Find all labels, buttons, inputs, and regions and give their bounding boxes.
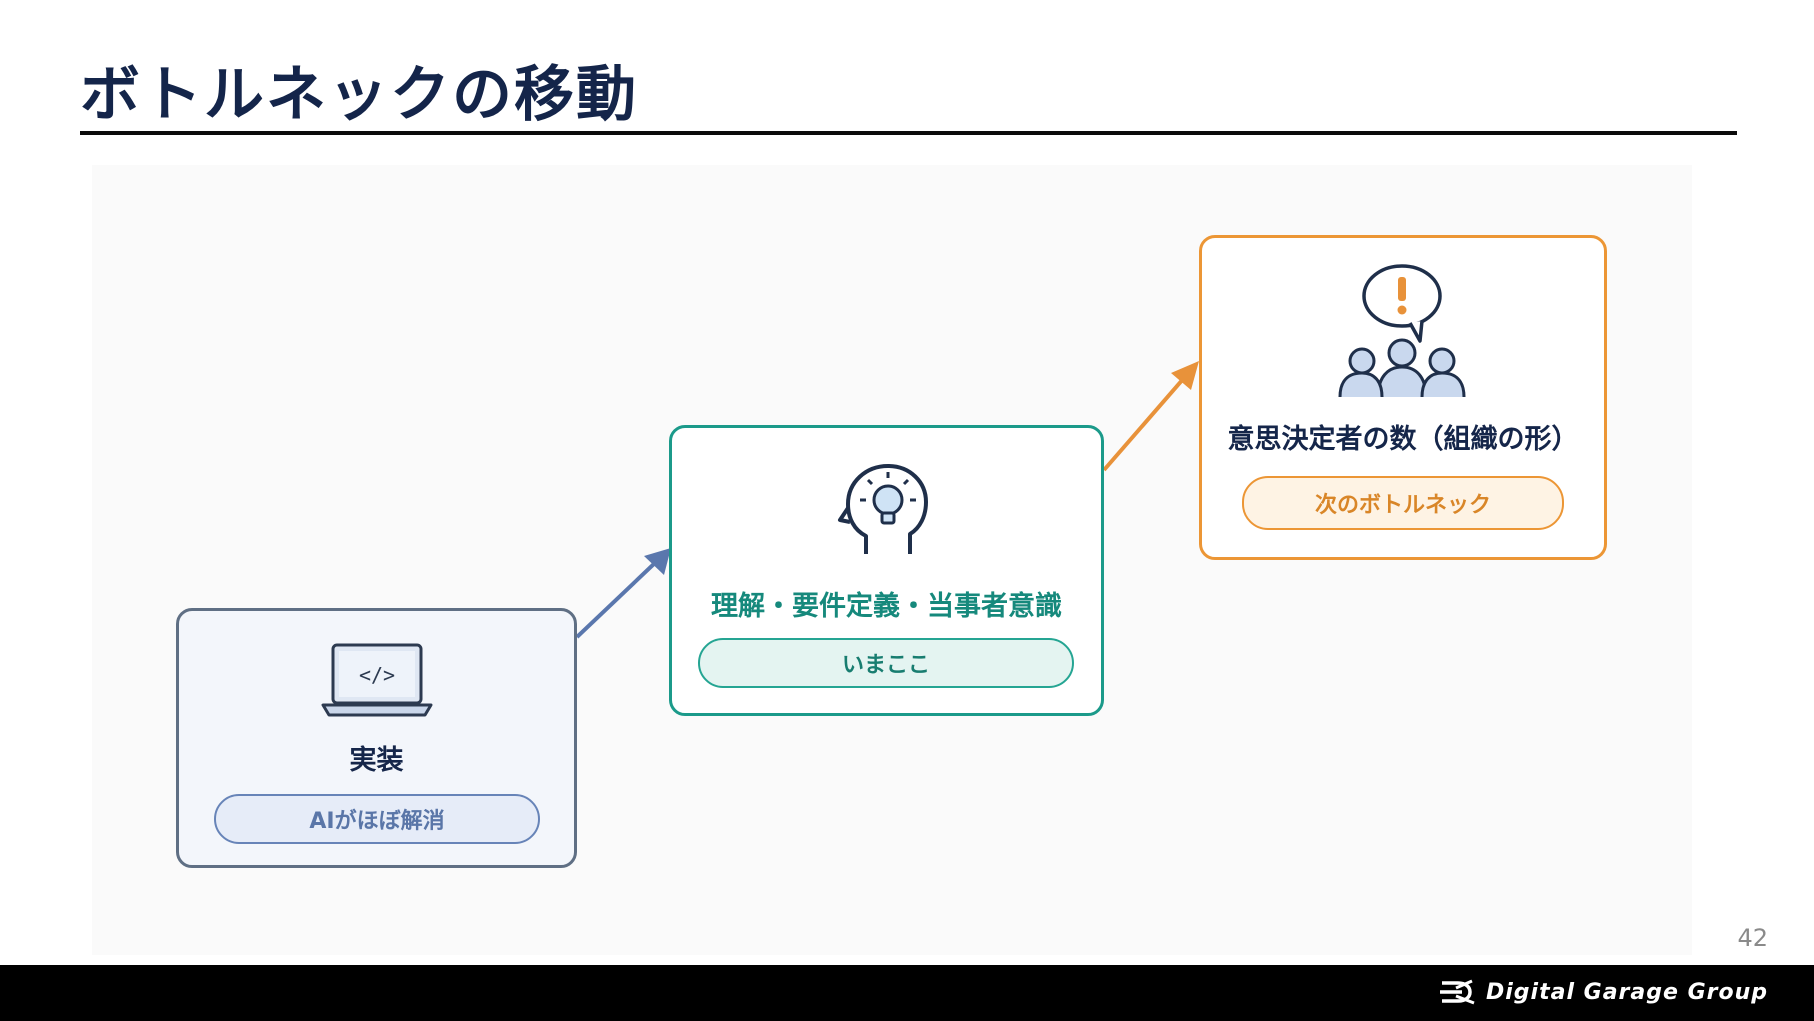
- svg-text:</>: </>: [359, 663, 395, 687]
- brand-name: Digital Garage Group: [1485, 979, 1768, 1005]
- footer-bar: Digital Garage Group: [0, 965, 1814, 1021]
- arrow-stage2-to-stage3: [1102, 361, 1199, 472]
- title-underline: [80, 131, 1737, 135]
- stage-label: 実装: [349, 745, 404, 776]
- brand-logo: Digital Garage Group: [1438, 979, 1768, 1005]
- page-number: 42: [1737, 924, 1768, 952]
- head-lightbulb-icon: [836, 458, 936, 562]
- stage-status-badge: いまここ: [698, 638, 1074, 688]
- stage-status-badge: 次のボトルネック: [1242, 476, 1564, 530]
- stage-card-implementation: </> 実装 AIがほぼ解消: [176, 608, 577, 868]
- stage-status-badge: AIがほぼ解消: [214, 794, 540, 844]
- stage-card-understanding: 理解・要件定義・当事者意識 いまここ: [669, 425, 1104, 716]
- stage-card-decision-makers: 意思決定者の数（組織の形） 次のボトルネック: [1199, 235, 1607, 560]
- stage-label: 理解・要件定義・当事者意識: [711, 591, 1062, 622]
- laptop-code-icon: </>: [321, 641, 433, 725]
- slide-title: ボトルネックの移動: [80, 60, 638, 130]
- stage-label: 意思決定者の数（組織の形）: [1227, 424, 1579, 455]
- people-alert-icon: [1334, 261, 1470, 405]
- arrow-stage1-to-stage2: [575, 548, 671, 639]
- brand-mark-icon: [1439, 979, 1475, 1005]
